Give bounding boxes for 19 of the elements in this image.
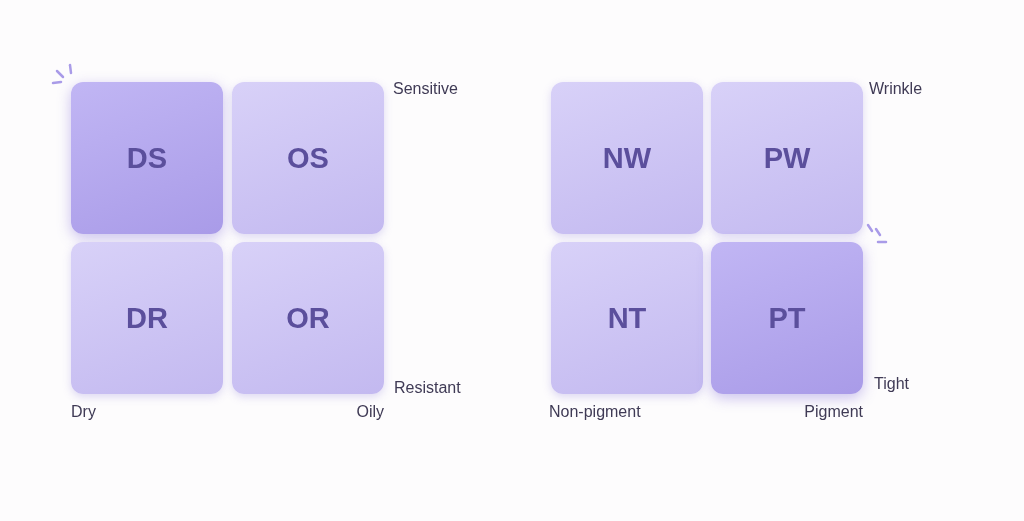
tile-code: DR <box>126 301 168 335</box>
axis-label: Wrinkle <box>869 80 923 98</box>
quadrant-tile <box>232 82 384 234</box>
axis-label: Resistant <box>394 379 461 397</box>
tile-code: NW <box>602 141 652 175</box>
quadrant-tile <box>551 242 703 394</box>
tile-code: PT <box>768 301 806 335</box>
quadrant-tile <box>71 82 223 234</box>
tile-code: NT <box>607 301 647 335</box>
quadrant-tile <box>71 242 223 394</box>
quadrant-tile <box>711 82 863 234</box>
tile-code: PW <box>763 141 811 175</box>
tile-code: OR <box>286 301 330 335</box>
quadrant-tile <box>551 82 703 234</box>
quadrant-tile <box>711 242 863 394</box>
tile-code: OS <box>287 141 329 175</box>
axis-label: Sensitive <box>393 80 458 98</box>
quadrant-tile <box>232 242 384 394</box>
tile-code: DS <box>126 141 168 175</box>
